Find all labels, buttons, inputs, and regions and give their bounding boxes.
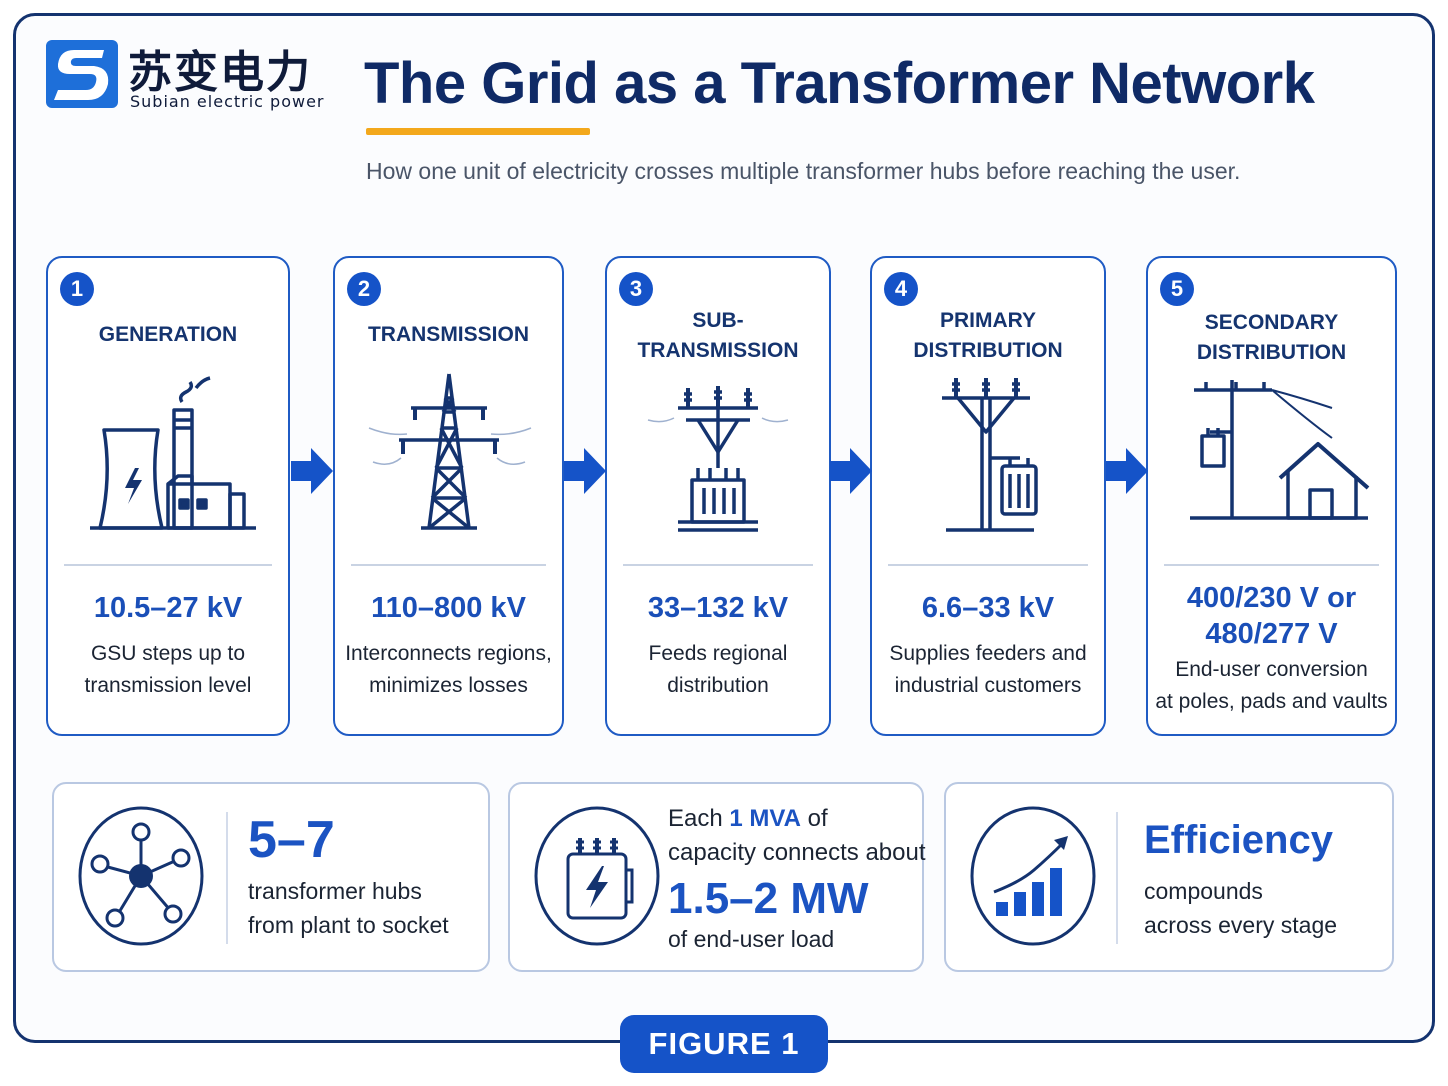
stat-mva-value: 1.5–2 MW <box>668 874 869 923</box>
stat-mva-intro: Each 1 MVA of capacity connects about <box>668 805 926 866</box>
logo-mark-icon <box>46 40 118 108</box>
stat-card-mva: Each 1 MVA of capacity connects about 1.… <box>508 782 926 972</box>
network-hub-icon <box>78 806 204 946</box>
power-plant-icon <box>48 368 288 548</box>
stage-voltage: 110–800 kV <box>371 592 526 624</box>
transformer-bolt-icon <box>534 806 660 946</box>
step-number-badge: 2 <box>347 272 381 306</box>
logo-chinese-name: 苏变电力 <box>128 47 312 98</box>
flow-arrow-icon <box>564 448 606 494</box>
figure-label: FIGURE 1 <box>620 1015 828 1073</box>
stage-name: SUB-TRANSMISSION <box>637 309 799 362</box>
transmission-tower-icon <box>335 368 562 548</box>
flow-arrow-icon <box>1106 448 1148 494</box>
stat-efficiency-value: Efficiency <box>1144 818 1333 862</box>
stat-hubs-value: 5–7 <box>248 811 335 869</box>
stage-card-sub-transmission: 3 SUB-TRANSMISSION 33–132 kV Feeds regio… <box>605 256 831 736</box>
step-number-badge: 1 <box>60 272 94 306</box>
stage-voltage: 33–132 kV <box>647 592 789 624</box>
step-number-badge: 5 <box>1160 272 1194 306</box>
step-number-badge: 4 <box>884 272 918 306</box>
stage-description: Interconnects regions,minimizes losses <box>345 642 552 697</box>
page-subtitle: How one unit of electricity crosses mult… <box>366 158 1241 184</box>
stage-card-transmission: 2 TRANSMISSION 110–800 kV Interconnects … <box>333 256 564 736</box>
pole-transformer-icon <box>872 368 1104 548</box>
stage-divider <box>623 564 813 566</box>
flow-arrow-icon <box>291 448 333 494</box>
stage-divider <box>351 564 546 566</box>
stat-divider <box>1116 812 1118 944</box>
house-service-icon <box>1148 368 1395 548</box>
page-title: The Grid as a Transformer Network <box>364 51 1315 116</box>
stat-divider <box>226 812 228 944</box>
logo-english-name: Subian electric power <box>130 92 325 111</box>
stage-divider <box>64 564 272 566</box>
stat-mva-tail: of end-user load <box>668 926 835 952</box>
stage-voltage: 6.6–33 kV <box>921 592 1055 624</box>
title-underline <box>366 128 590 135</box>
stage-name: TRANSMISSION <box>367 323 529 346</box>
growth-chart-icon <box>970 806 1096 946</box>
substation-transformer-icon <box>607 368 829 548</box>
step-number-badge: 3 <box>619 272 653 306</box>
flow-arrow-icon <box>830 448 872 494</box>
stage-name: GENERATION <box>98 323 238 346</box>
stage-divider <box>888 564 1088 566</box>
stage-voltage: 10.5–27 kV <box>93 592 243 624</box>
stage-divider <box>1164 564 1379 566</box>
